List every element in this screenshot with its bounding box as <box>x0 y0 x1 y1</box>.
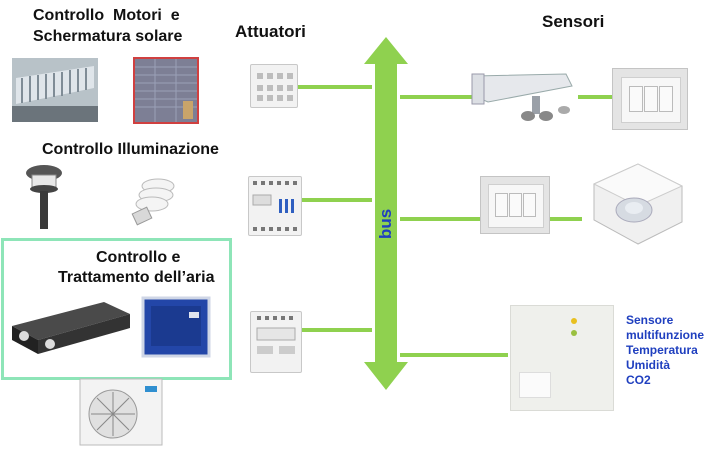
outdoor-ac-unit-image <box>79 378 164 450</box>
motors-title-line1: Controllo Motori e <box>33 7 180 24</box>
sensors-title: Sensori <box>542 12 605 31</box>
bus-arrow <box>364 37 408 390</box>
actuator-module-1 <box>250 64 298 108</box>
presence-detector-image <box>586 160 688 246</box>
multisensor-label: Sensore multifunzione Temperatura Umidit… <box>626 313 714 388</box>
actuators-title: Attuatori <box>235 22 306 41</box>
actuator-module-3 <box>250 311 302 373</box>
multisensor-line-1: Sensore <box>626 313 674 327</box>
air-title-line1: Controllo e <box>96 249 181 266</box>
multisensor-line-3: Temperatura <box>626 343 698 357</box>
roller-shutter-image <box>133 57 199 124</box>
bus-label: bus <box>376 208 395 239</box>
weather-station-image <box>468 66 578 126</box>
multisensor-line-4: Umidità <box>626 358 671 372</box>
lighting-title: Controllo Illuminazione <box>42 141 219 158</box>
awning-image <box>12 58 98 122</box>
actuator-module-2 <box>248 176 302 236</box>
ventilation-unit-image <box>8 296 134 358</box>
wall-switch-2-image <box>480 176 550 234</box>
heat-recovery-unit-image <box>141 296 213 360</box>
garden-lamp-image <box>22 163 66 231</box>
multisensor-device-image <box>510 305 614 411</box>
wall-switch-1-image <box>612 68 688 130</box>
motors-title-line2: Schermatura solare <box>33 28 183 45</box>
air-title-line2: Trattamento dell’aria <box>58 269 215 286</box>
multisensor-line-5: CO2 <box>626 373 651 387</box>
multisensor-line-2: multifunzione <box>626 328 704 342</box>
bulb-image <box>126 176 184 228</box>
